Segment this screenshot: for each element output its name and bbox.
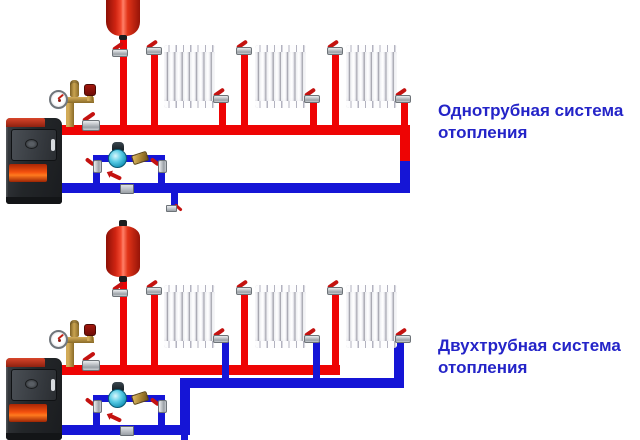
expansion-tank (106, 0, 140, 36)
bypass-top-pipe (93, 395, 165, 402)
radiator-1 (164, 45, 215, 108)
flow-arrow-icon (107, 171, 123, 181)
return-main-pipe (58, 183, 410, 193)
tank-supply-pipe (120, 280, 127, 365)
bypass-left-valve (87, 160, 102, 174)
radiator-return-drop-1 (222, 342, 229, 386)
main-ball-valve (82, 112, 100, 131)
two-pipe-caption: Двухтрубная система отопления (438, 336, 621, 377)
boiler-door (11, 369, 57, 401)
radiator-return-valve-2 (304, 88, 320, 103)
drain-valve (166, 203, 181, 215)
boiler-top-panel (6, 118, 46, 127)
radiator-return-valve-1 (213, 88, 229, 103)
radiator-return-riser-1 (219, 102, 226, 125)
radiator-supply-riser-2 (241, 295, 248, 365)
supply-main-pipe (58, 125, 410, 135)
main-ball-valve (82, 352, 100, 371)
check-valve (130, 150, 150, 166)
boiler (6, 118, 62, 204)
expansion-tank-outlet (119, 35, 127, 40)
boiler-badge (25, 379, 38, 389)
end-drop-hot-segment (400, 135, 410, 161)
radiator-supply-riser-3 (332, 295, 339, 365)
boiler-badge (25, 139, 38, 149)
tank-valve (112, 42, 128, 57)
boiler-base (6, 197, 62, 204)
safety-group-stub (66, 102, 74, 127)
radiator-supply-riser-3 (332, 55, 339, 125)
one-pipe-caption: Однотрубная система отопления (438, 101, 624, 142)
pump-cap (112, 142, 124, 151)
pressure-gauge (49, 330, 68, 349)
safety-valve (84, 84, 96, 96)
safety-valve-stub (87, 95, 93, 101)
tank-supply-pipe (120, 36, 127, 125)
boiler-base (6, 433, 62, 440)
air-vent (70, 320, 79, 337)
radiator-supply-riser-1 (151, 55, 158, 125)
upper-return-pipe (180, 378, 404, 388)
boiler (6, 358, 62, 440)
pump-cap (112, 382, 124, 391)
radiator-supply-valve-2 (236, 280, 252, 295)
bypass-right-valve (152, 400, 167, 414)
check-valve (130, 390, 150, 406)
boiler-top-panel (6, 358, 46, 367)
pressure-gauge (49, 90, 68, 109)
drain-pipe (171, 193, 178, 206)
radiator-return-valve-3 (395, 88, 411, 103)
expansion-tank-outlet (119, 276, 127, 282)
radiator-3 (346, 45, 397, 108)
tank-valve (112, 282, 128, 297)
expansion-tank-cap (119, 220, 127, 227)
supply-main-pipe (58, 365, 340, 375)
radiator-return-valve-3 (395, 328, 411, 343)
bypass-left-valve (87, 400, 102, 414)
air-vent (70, 80, 79, 97)
radiator-supply-valve-1 (146, 40, 162, 55)
safety-group-stub (66, 342, 74, 367)
radiator-supply-valve-3 (327, 280, 343, 295)
radiator-supply-valve-3 (327, 40, 343, 55)
radiator-return-riser-3 (401, 102, 408, 125)
radiator-2 (255, 285, 306, 348)
return-step-pipe (180, 378, 190, 435)
boiler-firebox (9, 404, 47, 422)
bypass-top-pipe (93, 155, 165, 162)
boiler-firebox (9, 164, 47, 182)
drain-pipe (181, 435, 188, 440)
safety-group-manifold (56, 97, 94, 103)
radiator-2 (255, 45, 306, 108)
flow-arrow-icon (107, 413, 123, 423)
bypass-right-valve (152, 160, 167, 174)
radiator-return-drop-2 (313, 342, 320, 386)
safety-valve (84, 324, 96, 336)
boiler-door-handle (51, 139, 55, 151)
radiator-3 (346, 285, 397, 348)
radiator-supply-riser-1 (151, 295, 158, 365)
safety-group-manifold (56, 337, 94, 343)
radiator-return-riser-2 (310, 102, 317, 125)
radiator-supply-riser-2 (241, 55, 248, 125)
expansion-tank (106, 226, 140, 277)
main-line-fitting (120, 426, 134, 436)
radiator-return-valve-2 (304, 328, 320, 343)
radiator-supply-valve-1 (146, 280, 162, 295)
circulation-pump (108, 149, 127, 168)
main-line-fitting (120, 184, 134, 194)
safety-valve-stub (87, 335, 93, 341)
radiator-return-valve-1 (213, 328, 229, 343)
radiator-return-drop-3 (394, 342, 404, 388)
boiler-door-handle (51, 379, 55, 391)
boiler-door (11, 129, 57, 161)
radiator-1 (164, 285, 215, 348)
radiator-supply-valve-2 (236, 40, 252, 55)
circulation-pump (108, 389, 127, 408)
end-drop-cold-segment (400, 161, 410, 183)
